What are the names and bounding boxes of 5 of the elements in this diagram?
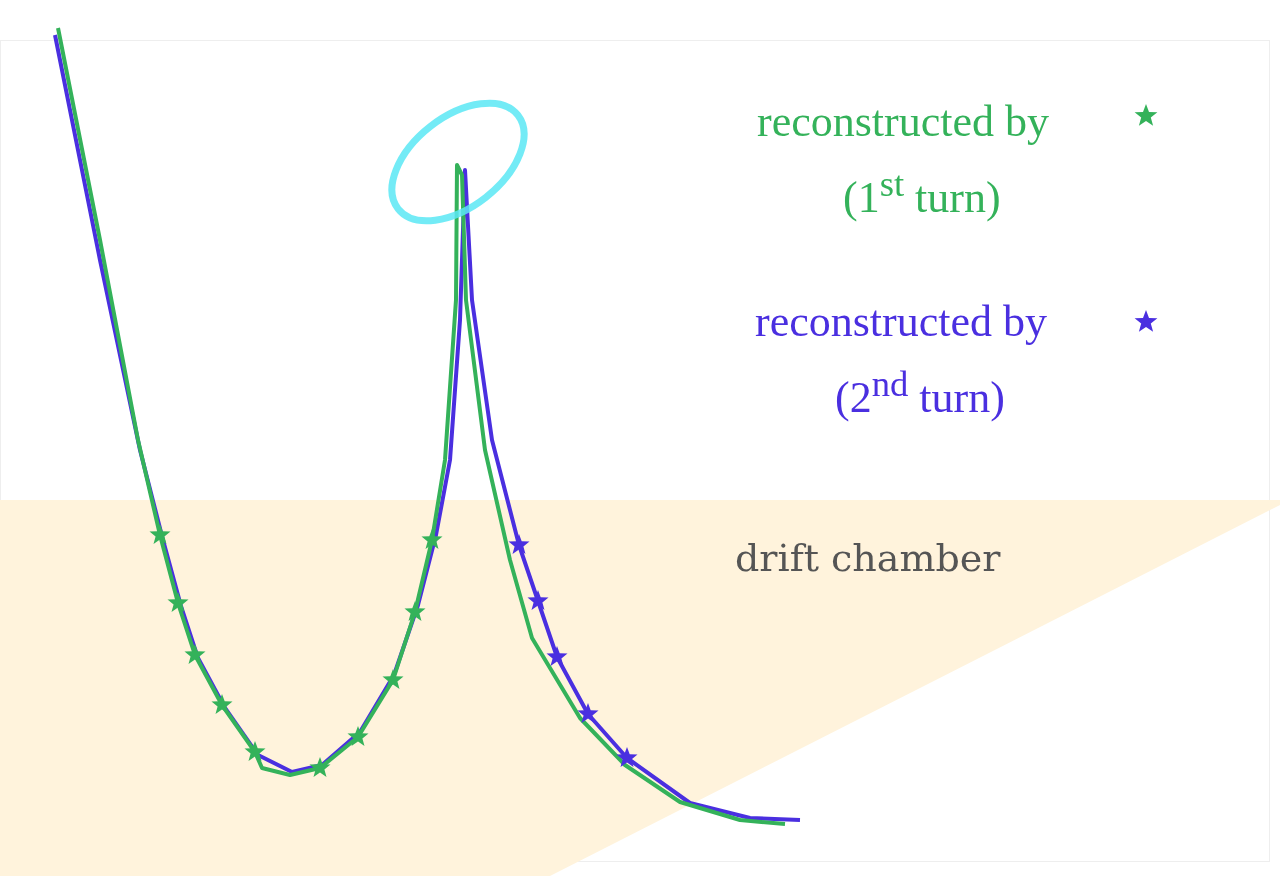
region-label: drift chamber: [735, 536, 1001, 580]
legend-text: reconstructed by: [757, 100, 1049, 144]
legend-text: reconstructed by: [755, 300, 1047, 344]
legend-text: (2$^{nd}$ turn): [835, 366, 1005, 420]
legend-text: (1$^{st}$ turn): [843, 166, 1001, 220]
